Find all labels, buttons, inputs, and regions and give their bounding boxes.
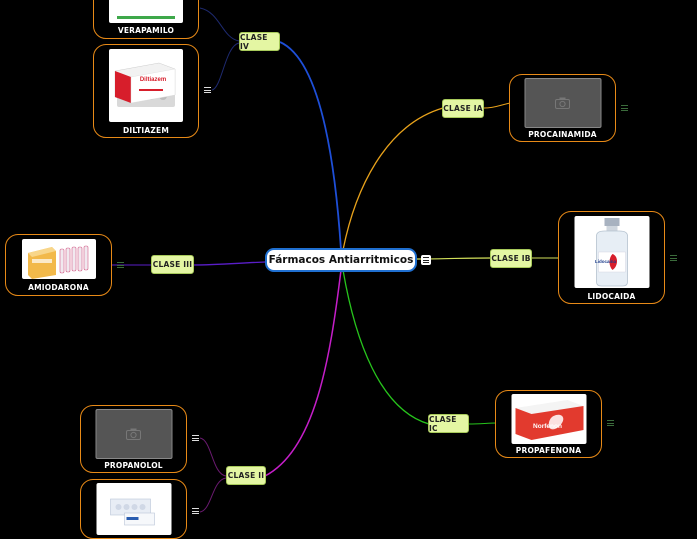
drug-label: DILTIAZEM bbox=[122, 126, 170, 135]
link-propafenona bbox=[468, 422, 497, 425]
central-topic[interactable]: Fármacos Antiarritmicos bbox=[265, 248, 417, 272]
lower-drug-image bbox=[96, 483, 171, 535]
note-icon[interactable] bbox=[621, 105, 628, 111]
connector-lines bbox=[112, 7, 558, 513]
link-verapamilo bbox=[199, 7, 240, 42]
amiodarona-image bbox=[21, 239, 96, 279]
drug-label: AMIODARONA bbox=[28, 283, 89, 292]
drug-verapamilo[interactable]: VERAPAMILO bbox=[93, 0, 199, 39]
drug-amiodarona[interactable]: AMIODARONA bbox=[5, 234, 112, 296]
propafenona-image: Norfenon bbox=[511, 394, 586, 444]
procainamida-image-placeholder bbox=[524, 78, 601, 128]
drug-clase-ii-lower[interactable] bbox=[80, 479, 187, 539]
drug-label: LIDOCAIDA bbox=[587, 292, 636, 301]
link-propanolol bbox=[199, 437, 227, 477]
link-procainamida bbox=[483, 102, 511, 109]
drug-label: PROPANOLOL bbox=[104, 461, 163, 470]
drug-propafenona[interactable]: Norfenon PROPAFENONA bbox=[495, 390, 602, 458]
link-lower-drug bbox=[199, 477, 227, 513]
propanolol-image-placeholder bbox=[95, 409, 172, 459]
drug-procainamida[interactable]: PROCAINAMIDA bbox=[509, 74, 616, 142]
lidocaida-image: Lidocaína bbox=[574, 216, 649, 288]
topic-menu-icon[interactable] bbox=[421, 255, 431, 265]
image-placeholder-icon bbox=[126, 428, 141, 440]
node-clase-iii[interactable]: CLASE III bbox=[151, 255, 194, 274]
note-icon[interactable] bbox=[192, 435, 199, 441]
drug-lidocaida[interactable]: Lidocaína LIDOCAIDA bbox=[558, 211, 665, 304]
note-icon[interactable] bbox=[192, 508, 199, 514]
note-icon[interactable] bbox=[607, 420, 614, 426]
drug-label: VERAPAMILO bbox=[117, 26, 175, 35]
lidocaina-vial-text: Lidocaína bbox=[594, 259, 616, 264]
node-clase-ii[interactable]: CLASE II bbox=[226, 466, 266, 485]
branch-clase-ic bbox=[342, 269, 430, 425]
verapamilo-image bbox=[109, 0, 183, 23]
branch-clase-ia bbox=[342, 107, 444, 251]
drug-label: PROCAINAMIDA bbox=[528, 130, 597, 139]
drug-label: PROPAFENONA bbox=[515, 446, 582, 455]
drug-propanolol[interactable]: PROPANOLOL bbox=[80, 405, 187, 473]
drug-diltiazem[interactable]: Diltiazem DILTIAZEM bbox=[93, 44, 199, 138]
diltiazem-box-text: Diltiazem bbox=[140, 77, 166, 83]
branch-clase-iv bbox=[279, 41, 342, 251]
note-icon[interactable] bbox=[670, 255, 677, 261]
link-diltiazem bbox=[211, 42, 240, 91]
image-placeholder-icon bbox=[555, 97, 570, 109]
node-clase-ic[interactable]: CLASE IC bbox=[428, 414, 469, 433]
branch-clase-ii bbox=[264, 269, 342, 477]
node-clase-ib[interactable]: CLASE IB bbox=[490, 249, 532, 268]
node-clase-iv[interactable]: CLASE IV bbox=[239, 32, 280, 51]
propafenona-box-text: Norfenon bbox=[533, 423, 562, 430]
branch-clase-iii bbox=[192, 261, 266, 266]
note-icon[interactable] bbox=[204, 87, 211, 93]
note-icon[interactable] bbox=[117, 262, 124, 268]
diltiazem-image: Diltiazem bbox=[109, 49, 183, 122]
node-clase-ia[interactable]: CLASE IA bbox=[442, 99, 484, 118]
